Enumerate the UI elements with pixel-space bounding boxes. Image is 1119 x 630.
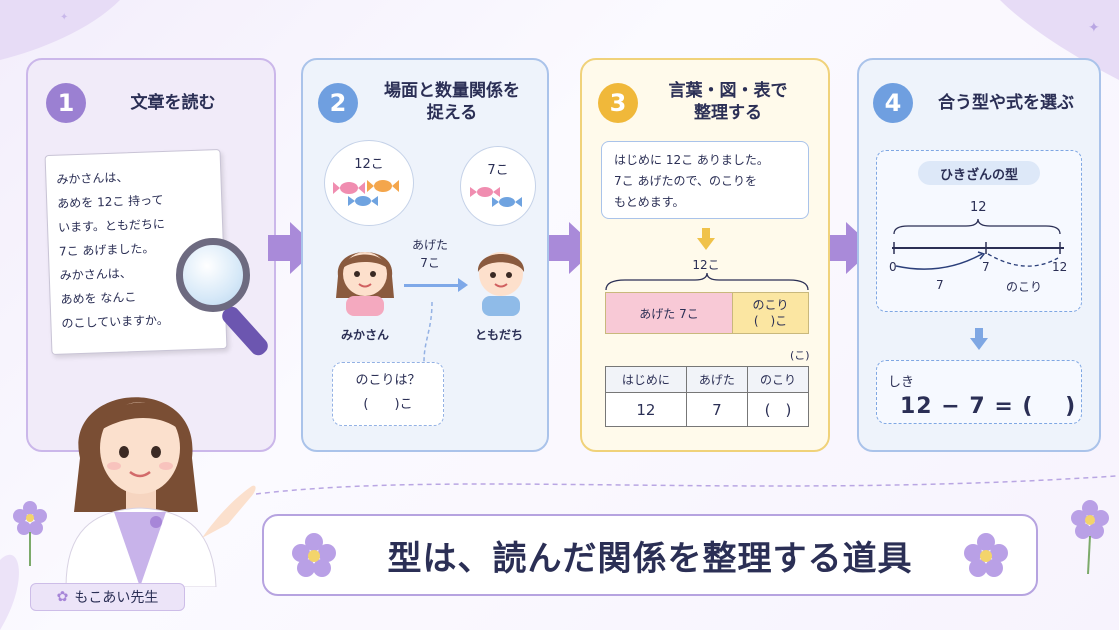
step4-title: 合う型や式を選ぶ [938,93,1074,113]
boy-avatar [477,252,525,316]
gave-line2: 7こ [420,256,440,270]
question-box: のこりは？ ( )こ [332,362,444,426]
organize-line: もとめます。 [614,195,685,209]
table-row: はじめに あげた のこり [605,366,810,393]
number-line-seg1: 7 [936,278,944,292]
equation-label: しき [888,375,915,390]
tape-given: あげた 7こ [606,293,732,333]
number-line-end: 12 [1052,260,1068,274]
step4-number: 4 [873,83,913,123]
mika-thought-bubble: 12こ [324,140,414,226]
type-name-pill: ひきざんの型 [918,161,1040,185]
number-line-start: 0 [889,260,897,274]
tape-rest-line1: のこり [752,298,789,312]
step3-title-line2: 整理する [694,103,762,123]
girl-avatar [336,252,394,316]
question-line2: ( )こ [363,397,413,412]
step3-title: 言葉・図・表で 整理する [648,80,808,124]
teacher-nameplate: ✿ もこあい先生 [30,583,185,611]
tape-diagram: あげた 7こ のこり ( )こ [605,292,809,334]
table-cell: 12 [605,392,687,427]
organize-line: はじめに 12こ ありました。 [614,153,769,167]
magnifier-icon [176,238,250,312]
number-line-mid: 7 [982,260,990,274]
step3-title-line1: 言葉・図・表で [668,81,788,101]
arrow-down-icon [970,328,988,350]
summary-text: 型は、読んだ関係を整理する道具 [387,538,913,579]
flower-icon [1071,500,1109,575]
svg-text:✦: ✦ [60,12,68,23]
summary-banner: 型は、読んだ関係を整理する道具 [262,514,1038,596]
tape-rest-line2: ( )こ [753,314,788,328]
gave-label: あげた 7こ [412,236,448,272]
teacher-illustration [65,397,256,587]
organize-line: 7こ あげたので、のこりを [614,174,757,188]
step3-number: 3 [598,83,638,123]
svg-text:✦: ✦ [1088,20,1100,36]
table-header: あげた [685,366,748,393]
tape-brace [605,272,809,291]
equation: 12 − 7 = ( ) [900,394,1077,419]
step2-number: 2 [318,83,358,123]
mika-candy-count: 12こ [354,157,384,172]
table-row: 12 7 ( ) [605,392,810,427]
arrow-down-icon [697,228,715,250]
number-line-total: 12 [970,200,987,215]
organize-table: はじめに あげた のこり 12 7 ( ) [605,366,810,427]
step2-title-line2: 捉える [426,103,478,123]
step1-number: 1 [46,83,86,123]
table-header: のこり [746,366,810,393]
give-arrow-icon [404,278,468,292]
flower-icon: ✿ [56,589,69,605]
candy-icon [333,180,399,206]
divider-wave [256,475,1116,495]
step1-title: 文章を読む [130,93,216,113]
problem-line: のこしていますか。 [61,312,170,331]
step2-title: 場面と数量関係を 捉える [364,80,540,124]
teacher-name: もこあい先生 [74,590,159,606]
candy-icon [470,187,522,207]
mika-label: みかさん [340,328,389,342]
number-line-seg2: のこり [1006,280,1043,294]
flower-icon [13,501,47,566]
table-cell: 7 [685,392,748,427]
friend-thought-bubble: 7こ [460,146,536,226]
connector-line [423,301,433,363]
friend-label: ともだち [474,328,523,342]
flower-icon [964,533,1008,577]
gave-line1: あげた [412,238,449,252]
equation-box [876,360,1082,424]
tape-total-label: 12こ [692,258,720,272]
number-line [892,218,1064,270]
flower-icon [292,533,336,577]
friend-candy-count: 7こ [487,163,509,178]
table-unit: (こ) [790,349,810,362]
step2-title-line1: 場面と数量関係を [384,81,520,101]
tape-rest: のこり ( )こ [732,293,808,333]
table-header: はじめに [605,366,687,393]
organize-text: はじめに 12こ ありました。 7こ あげたので、のこりを もとめます。 [601,141,809,219]
table-cell: ( ) [746,392,810,427]
question-line1: のこりは？ [355,373,421,388]
